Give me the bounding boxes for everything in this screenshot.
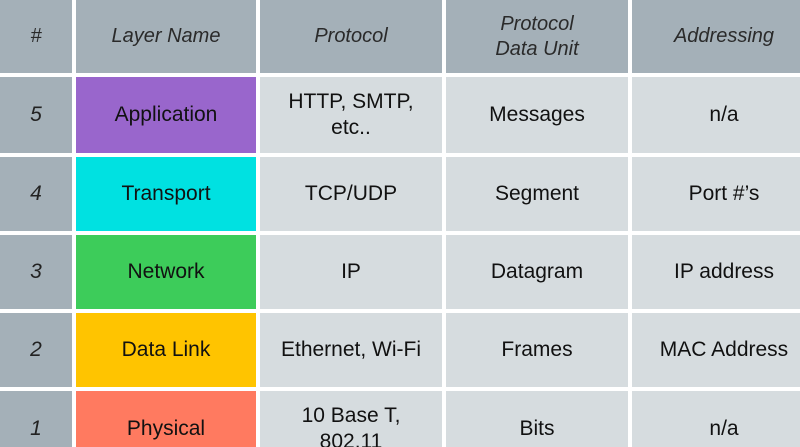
layer-number: 5 bbox=[0, 77, 72, 153]
layer-name-cell: Physical bbox=[76, 391, 256, 447]
pdu-cell: Bits bbox=[446, 391, 628, 447]
layer-name-cell: Application bbox=[76, 77, 256, 153]
addressing-cell: MAC Address bbox=[632, 313, 800, 387]
addressing-cell: n/a bbox=[632, 77, 800, 153]
header-protocol: Protocol bbox=[260, 0, 442, 73]
layer-number: 2 bbox=[0, 313, 72, 387]
pdu-cell: Segment bbox=[446, 157, 628, 231]
addressing-cell: Port #’s bbox=[632, 157, 800, 231]
protocol-cell: HTTP, SMTP, etc.. bbox=[260, 77, 442, 153]
layer-number: 3 bbox=[0, 235, 72, 309]
pdu-cell: Frames bbox=[446, 313, 628, 387]
layer-number: 1 bbox=[0, 391, 72, 447]
pdu-cell: Datagram bbox=[446, 235, 628, 309]
layer-number: 4 bbox=[0, 157, 72, 231]
addressing-cell: n/a bbox=[632, 391, 800, 447]
pdu-cell: Messages bbox=[446, 77, 628, 153]
header-addressing: Addressing bbox=[632, 0, 800, 73]
protocol-cell: 10 Base T, 802.11 bbox=[260, 391, 442, 447]
protocol-cell: IP bbox=[260, 235, 442, 309]
header-layer-name: Layer Name bbox=[76, 0, 256, 73]
addressing-cell: IP address bbox=[632, 235, 800, 309]
layer-name-cell: Data Link bbox=[76, 313, 256, 387]
header-pdu: Protocol Data Unit bbox=[446, 0, 628, 73]
layer-name-cell: Transport bbox=[76, 157, 256, 231]
header-number: # bbox=[0, 0, 72, 73]
protocol-cell: Ethernet, Wi-Fi bbox=[260, 313, 442, 387]
layer-name-cell: Network bbox=[76, 235, 256, 309]
protocol-cell: TCP/UDP bbox=[260, 157, 442, 231]
